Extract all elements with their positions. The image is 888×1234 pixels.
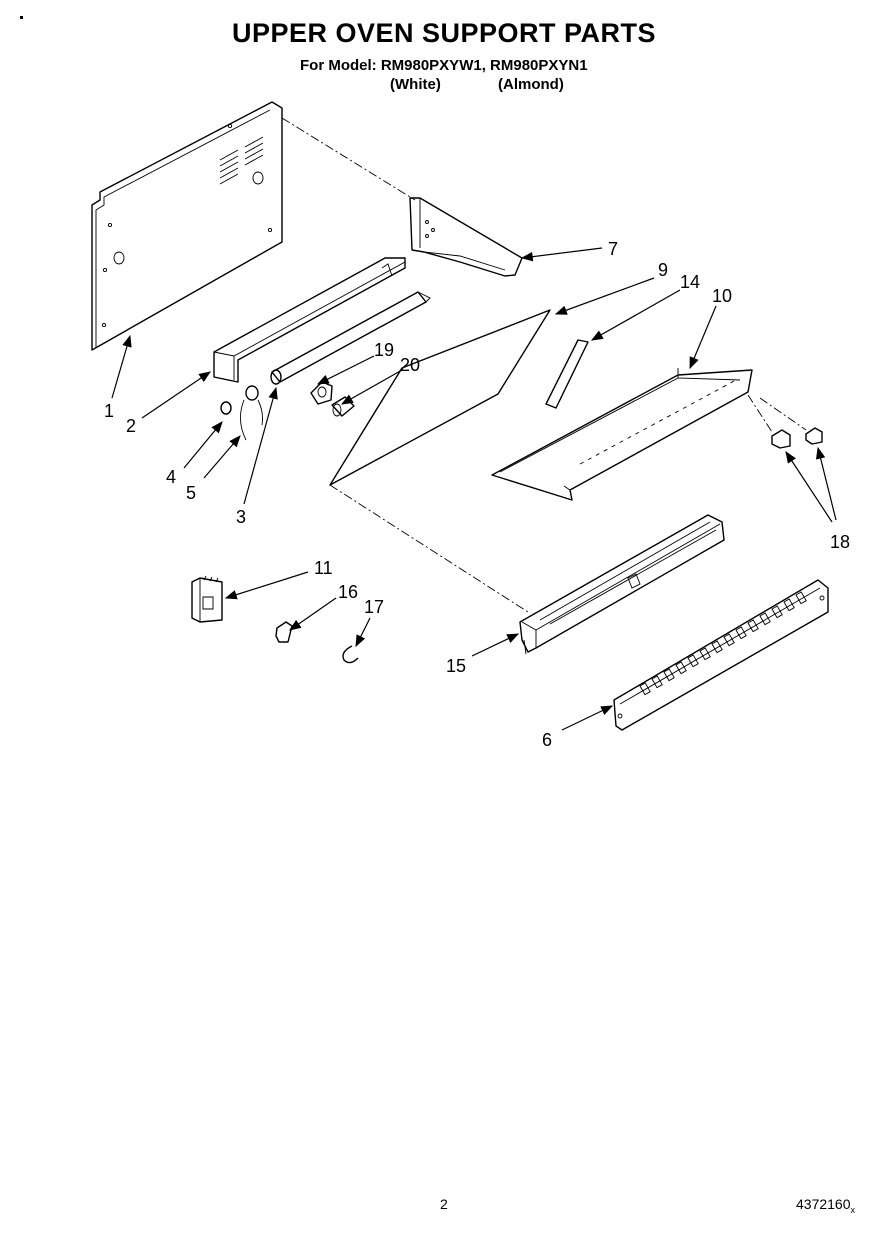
part-6-vented-panel	[613, 579, 829, 731]
part-11-control-box	[191, 575, 223, 623]
callout-16: 16	[338, 582, 358, 602]
alignment-line-bottom	[329, 484, 529, 613]
part-2-channel	[213, 257, 406, 383]
part-10-tray	[491, 368, 753, 501]
corner-mark	[20, 16, 23, 19]
document-number: 4372160x	[796, 1196, 855, 1215]
callout-1: 1	[104, 401, 114, 421]
callout-14: 14	[680, 272, 700, 292]
page-number: 2	[440, 1196, 448, 1212]
callout-3: 3	[236, 507, 246, 527]
part-18-clips	[747, 394, 823, 449]
part-16-clip	[275, 621, 293, 643]
callout-5: 5	[186, 483, 196, 503]
part-17-spring-clip	[342, 645, 359, 664]
page-title: UPPER OVEN SUPPORT PARTS	[231, 18, 657, 48]
callout-18: 18	[830, 532, 850, 552]
part-3-lamp-tube	[270, 291, 431, 385]
callout-15: 15	[446, 656, 466, 676]
part-7-side-bracket	[409, 197, 523, 277]
part-14-strip	[545, 339, 589, 409]
callout-19: 19	[374, 340, 394, 360]
callout-2: 2	[126, 416, 136, 436]
model-line: For Model: RM980PXYW1, RM980PXYN1	[300, 57, 588, 74]
variant-almond-label: (Almond)	[498, 76, 564, 93]
callout-7: 7	[608, 239, 618, 259]
callout-17: 17	[364, 597, 384, 617]
part-19-lamp-holder	[310, 381, 333, 405]
part-4-grommet	[220, 401, 232, 415]
callout-20: 20	[400, 355, 420, 375]
alignment-line-top	[281, 117, 416, 201]
callout-6: 6	[542, 730, 552, 750]
callout-10: 10	[712, 286, 732, 306]
callout-4: 4	[166, 467, 176, 487]
part-15-front-rail	[519, 514, 725, 655]
part-20-starter	[331, 396, 355, 417]
part-1-back-panel	[91, 101, 283, 351]
document-number-suffix: x	[850, 1204, 856, 1215]
part-5-wire-clip	[240, 385, 263, 441]
document-number-main: 4372160	[796, 1196, 851, 1212]
callout-9: 9	[658, 260, 668, 280]
callout-11: 11	[314, 558, 333, 578]
leader-lines	[111, 247, 837, 731]
part-9-glass-panel	[329, 309, 551, 486]
variant-white-label: (White)	[390, 76, 441, 93]
